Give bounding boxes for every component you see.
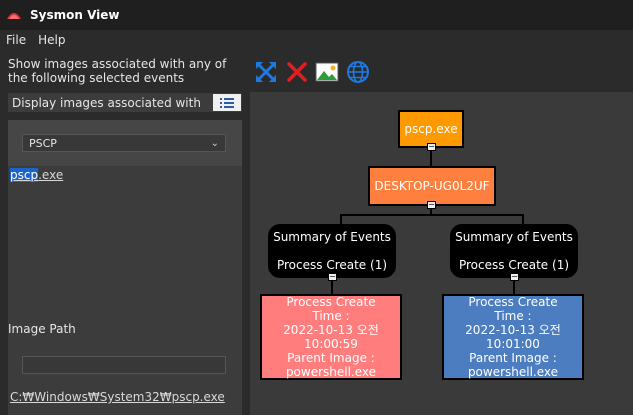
events-panel: PSCP ⌄ pscp.exe bbox=[8, 120, 242, 360]
node-summary-right[interactable]: Summary of Events Process Create (1) bbox=[450, 224, 578, 278]
event-right-time-label: Time : bbox=[494, 309, 532, 323]
edge-host-down bbox=[430, 206, 432, 216]
edge-root-host bbox=[430, 148, 432, 166]
event-right-parent-label: Parent Image : bbox=[469, 351, 557, 365]
node-summary-left[interactable]: Summary of Events Process Create (1) bbox=[268, 224, 396, 278]
edge-branch-right bbox=[522, 214, 524, 224]
summary-left-title: Summary of Events bbox=[273, 230, 391, 244]
chevron-down-icon: ⌄ bbox=[210, 137, 219, 149]
collapse-host-button[interactable]: − bbox=[427, 200, 436, 209]
left-panel: Show images associated with any of the f… bbox=[0, 50, 250, 415]
display-images-label: Display images associated with bbox=[12, 95, 201, 110]
event-right-type: Process Create bbox=[468, 295, 558, 309]
collapse-summary-left-button[interactable]: − bbox=[328, 272, 337, 281]
collapse-root-button[interactable]: − bbox=[427, 142, 436, 151]
events-dropdown-area: PSCP ⌄ bbox=[8, 120, 242, 166]
node-process-root[interactable]: pscp.exe bbox=[398, 110, 464, 148]
graph-canvas[interactable]: pscp.exe − DESKTOP-UG0L2UF − Summary of … bbox=[250, 92, 633, 415]
event-left-time-label: Time : bbox=[312, 309, 350, 323]
expand-arrows-icon bbox=[255, 61, 277, 83]
collapse-summary-right-button[interactable]: − bbox=[510, 272, 519, 281]
menu-file[interactable]: File bbox=[6, 33, 27, 47]
expand-button[interactable] bbox=[253, 59, 279, 85]
menu-help[interactable]: Help bbox=[38, 33, 66, 47]
node-event-left[interactable]: Process Create Time : 2022-10-13 오전 10:0… bbox=[260, 294, 402, 380]
web-button[interactable] bbox=[345, 59, 371, 85]
close-x-icon bbox=[287, 62, 307, 82]
image-link-selected: pscp bbox=[10, 168, 39, 182]
summary-right-detail: Process Create (1) bbox=[458, 258, 570, 272]
image-link[interactable]: pscp.exe bbox=[10, 168, 63, 182]
edge-summary-left-event bbox=[331, 278, 333, 294]
export-image-button[interactable] bbox=[314, 59, 340, 85]
node-host[interactable]: DESKTOP-UG0L2UF bbox=[368, 166, 496, 206]
edge-summary-right-event bbox=[513, 278, 515, 294]
node-host-label: DESKTOP-UG0L2UF bbox=[374, 179, 490, 193]
image-path-label: Image Path bbox=[8, 322, 76, 336]
summary-left-detail: Process Create (1) bbox=[276, 258, 388, 272]
image-link-rest: .exe bbox=[38, 168, 64, 182]
event-left-parent-label: Parent Image : bbox=[287, 351, 375, 365]
list-view-button[interactable] bbox=[213, 94, 241, 111]
menu-bar: File Help bbox=[0, 30, 633, 50]
image-path-link[interactable]: C:₩Windows₩System32₩pscp.exe bbox=[10, 390, 225, 404]
summary-right-title: Summary of Events bbox=[455, 230, 573, 244]
image-path-input[interactable] bbox=[22, 356, 226, 374]
app-logo-icon bbox=[7, 13, 21, 19]
edge-branch-left bbox=[340, 214, 342, 224]
image-path-panel: C:₩Windows₩System32₩pscp.exe bbox=[8, 342, 242, 415]
event-dropdown-value: PSCP bbox=[29, 136, 57, 150]
clear-button[interactable] bbox=[284, 59, 310, 85]
event-dropdown[interactable]: PSCP ⌄ bbox=[22, 134, 226, 152]
title-bar: Sysmon View bbox=[0, 0, 633, 30]
event-left-type: Process Create bbox=[286, 295, 376, 309]
event-right-time: 2022-10-13 오전 10:01:00 bbox=[465, 323, 561, 351]
event-left-parent: powershell.exe bbox=[285, 365, 377, 379]
graph-toolbar bbox=[250, 50, 633, 92]
list-icon bbox=[220, 97, 234, 108]
image-icon bbox=[315, 62, 339, 82]
filter-description: Show images associated with any of the f… bbox=[8, 57, 227, 85]
event-left-time: 2022-10-13 오전 10:00:59 bbox=[283, 323, 379, 351]
node-event-right[interactable]: Process Create Time : 2022-10-13 오전 10:0… bbox=[442, 294, 584, 380]
edge-branch bbox=[340, 214, 524, 216]
globe-icon bbox=[347, 61, 369, 83]
display-images-row: Display images associated with bbox=[8, 93, 242, 112]
window-title: Sysmon View bbox=[30, 8, 120, 22]
event-right-parent: powershell.exe bbox=[467, 365, 559, 379]
node-process-root-label: pscp.exe bbox=[404, 122, 458, 136]
